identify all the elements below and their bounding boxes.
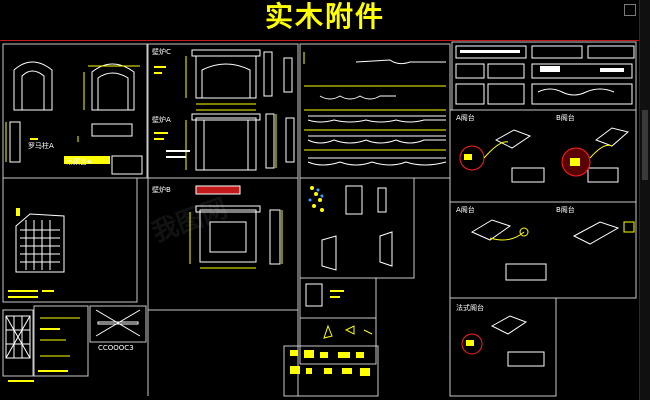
scrollbar-thumb[interactable] [642,110,648,180]
panel-icons-grid [283,345,379,397]
label-stair-b-2: B阁台 [556,206,575,214]
label-fireplace-a: 壁炉A [152,116,171,124]
label-roman-column: 罗马柱A [28,142,54,150]
title-divider-line [0,40,650,41]
vertical-scrollbar[interactable] [639,0,650,400]
label-stair-b-1: B阁台 [556,114,575,122]
panel-cabinet [2,177,138,303]
label-part-code: CCOOOC3 [98,344,134,352]
panel-fittings [299,317,377,365]
viewport-corner-icon[interactable] [624,4,636,16]
panel-x-box [89,305,147,343]
label-stair-a-1: A阁台 [456,114,475,122]
label-ceiling-a: 吊顶台A [66,158,92,166]
label-fireplace-b: 壁炉B [152,186,171,194]
panel-stair-fr [449,297,557,397]
label-fireplace-c: 壁炉C [152,48,171,56]
drawing-title: 实木附件 [264,0,385,33]
panel-stair-a [449,109,637,203]
panel-lattice [2,309,34,377]
panel-stair-b [449,201,637,299]
panel-bottom-left [33,305,89,377]
label-stair-a-2: A阁台 [456,206,475,214]
label-stair-french: 法式阁台 [456,304,484,312]
